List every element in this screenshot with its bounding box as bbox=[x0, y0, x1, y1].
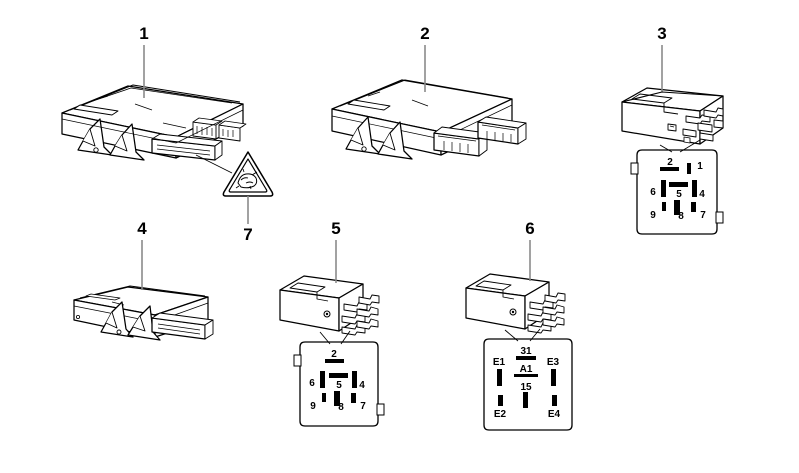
pin-label-5-4: 4 bbox=[359, 380, 365, 391]
pin-box-5-leader-left bbox=[319, 331, 331, 345]
warning-symbol-icon bbox=[235, 168, 258, 190]
pin-label-9: 9 bbox=[650, 210, 656, 221]
pin-box-outline bbox=[636, 149, 718, 235]
pin-box-5-tab-left bbox=[293, 354, 302, 367]
pin-mark-6 bbox=[661, 180, 666, 197]
pin-mark-5-8 bbox=[334, 391, 340, 406]
pin-label-6-e3: E3 bbox=[547, 357, 560, 368]
pin-label-2: 2 bbox=[667, 157, 673, 168]
pin-mark-6-15 bbox=[523, 392, 528, 408]
callout-numbers: 1 2 3 4 5 6 7 bbox=[137, 24, 666, 244]
pin-mark-5-9 bbox=[322, 393, 326, 402]
pin-marks-part-6 bbox=[497, 356, 557, 408]
callout-label-4: 4 bbox=[137, 219, 147, 238]
pin-mark-7 bbox=[691, 202, 696, 212]
pin-label-5-2: 2 bbox=[331, 349, 337, 360]
pin-label-5-5: 5 bbox=[336, 380, 342, 391]
pin-label-5-9: 9 bbox=[310, 401, 316, 412]
pin-mark-8 bbox=[674, 200, 680, 215]
part-3-pin-diagram[interactable]: 2 1 6 5 4 9 8 7 bbox=[630, 139, 724, 235]
pin-label-5: 5 bbox=[676, 189, 682, 200]
pin-mark-4 bbox=[692, 180, 697, 197]
pin-label-5-7: 7 bbox=[360, 401, 366, 412]
pin-mark-6-a1 bbox=[514, 374, 538, 377]
pin-marks-part-3 bbox=[660, 163, 697, 215]
pin-marks-part-5 bbox=[320, 359, 357, 406]
pin-label-5-6: 6 bbox=[309, 378, 315, 389]
pin-mark-2 bbox=[660, 167, 679, 171]
part-2-control-module[interactable] bbox=[331, 79, 527, 160]
callout-label-1: 1 bbox=[139, 24, 148, 43]
pin-box-6-leader-right bbox=[529, 328, 541, 342]
pin-box-outline-6 bbox=[483, 338, 573, 431]
leader-line-part-7-to-part-1 bbox=[195, 154, 233, 174]
pin-box-tab-left bbox=[630, 162, 639, 175]
pin-mark-6-31 bbox=[516, 356, 536, 360]
pin-mark-6-e3 bbox=[551, 369, 556, 386]
pin-label-4: 4 bbox=[699, 189, 705, 200]
pin-mark-6-e2 bbox=[498, 395, 503, 406]
pin-mark-5-4 bbox=[352, 371, 357, 388]
pin-label-8: 8 bbox=[678, 211, 684, 222]
part-6-pin-diagram[interactable]: 31 A1 15 E1 E3 E2 E4 bbox=[483, 328, 573, 431]
pin-box-5-leader-right bbox=[340, 330, 351, 345]
callout-leader-lines bbox=[141, 45, 663, 290]
pin-label-6-a1: A1 bbox=[520, 364, 533, 375]
part-5-relay-body[interactable] bbox=[279, 275, 380, 336]
pin-label-6-e4: E4 bbox=[548, 409, 561, 420]
callout-label-2: 2 bbox=[420, 24, 429, 43]
pin-label-6: 6 bbox=[650, 187, 656, 198]
callout-label-7: 7 bbox=[243, 225, 252, 244]
pin-box-tab-right bbox=[715, 211, 724, 224]
callout-label-3: 3 bbox=[657, 24, 666, 43]
pin-label-6-e1: E1 bbox=[493, 357, 506, 368]
pin-label-1: 1 bbox=[697, 161, 703, 172]
part-6-relay-body[interactable] bbox=[465, 273, 566, 334]
pin-box-5-tab-right bbox=[376, 403, 385, 416]
pin-mark-5-2 bbox=[325, 359, 344, 363]
pin-mark-5 bbox=[669, 182, 688, 187]
pin-box-leader-right bbox=[679, 139, 701, 153]
pin-mark-5-7 bbox=[351, 393, 356, 403]
pin-box-6-leader-left bbox=[504, 329, 519, 342]
part-7-warning-label[interactable] bbox=[222, 151, 274, 197]
pin-label-6-e2: E2 bbox=[494, 409, 507, 420]
pin-box-outline-5 bbox=[299, 341, 379, 427]
pin-mark-9 bbox=[662, 202, 666, 211]
part-1-control-module[interactable] bbox=[61, 84, 247, 161]
pin-label-7: 7 bbox=[700, 210, 706, 221]
callout-label-6: 6 bbox=[525, 219, 534, 238]
part-4-control-module[interactable] bbox=[73, 285, 214, 341]
pin-mark-1 bbox=[687, 163, 691, 174]
pin-mark-6-e4 bbox=[552, 395, 557, 406]
pin-label-5-8: 8 bbox=[338, 402, 344, 413]
pin-mark-5-5 bbox=[329, 373, 348, 378]
part-5-pin-diagram[interactable]: 2 6 5 4 9 8 7 bbox=[293, 330, 385, 427]
pin-box-leader-left bbox=[659, 144, 673, 153]
pin-label-6-15: 15 bbox=[520, 382, 532, 393]
part-3-relay-body[interactable] bbox=[621, 87, 724, 145]
pin-labels-part-6: 31 A1 15 E1 E3 E2 E4 bbox=[493, 346, 561, 420]
leader-line-3-fork bbox=[621, 91, 724, 103]
pin-mark-6-e1 bbox=[497, 369, 502, 386]
pin-labels-part-5: 2 6 5 4 9 8 7 bbox=[309, 349, 366, 413]
pin-labels-part-3: 2 1 6 5 4 9 8 7 bbox=[650, 157, 706, 222]
pin-label-6-31: 31 bbox=[520, 346, 532, 357]
pin-mark-5-6 bbox=[320, 371, 325, 388]
callout-label-5: 5 bbox=[331, 219, 340, 238]
